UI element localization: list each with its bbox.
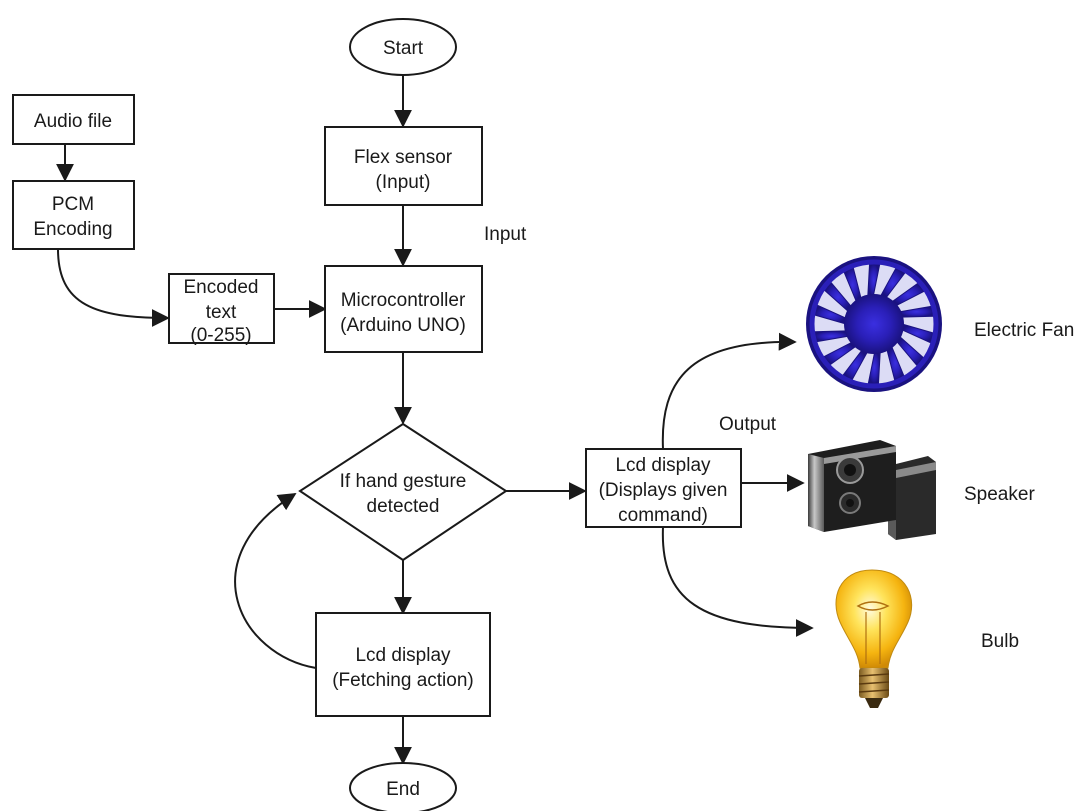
lcd-cmd-label-line2: (Displays given xyxy=(599,480,728,501)
input-label: Input xyxy=(484,224,527,245)
start-node: Start xyxy=(349,18,457,76)
micro-label-line1: Microcontroller xyxy=(341,290,466,311)
micro-label-line2: (Arduino UNO) xyxy=(340,315,466,336)
decision-label-line1: If hand gesture xyxy=(340,471,467,492)
flex-label-line1: Flex sensor xyxy=(354,147,453,168)
end-node: End xyxy=(349,762,457,811)
start-label: Start xyxy=(383,38,424,59)
electric-fan-label: Electric Fan xyxy=(974,320,1075,341)
flex-label-line2: (Input) xyxy=(376,172,431,193)
pcm-label-line1: PCM xyxy=(52,194,94,215)
lcd-command-node: Lcd display (Displays given command) xyxy=(585,448,742,528)
pcm-encoding-node: PCM Encoding xyxy=(12,180,135,250)
speaker-label: Speaker xyxy=(964,484,1035,505)
lcd-fetching-node: Lcd display (Fetching action) xyxy=(315,612,491,717)
edge-lcdcmd-bulb xyxy=(661,526,814,637)
lcd-cmd-label-line3: command) xyxy=(618,505,708,526)
electric-fan-icon xyxy=(806,256,942,392)
output-label: Output xyxy=(719,414,777,435)
microcontroller-node: Microcontroller (Arduino UNO) xyxy=(324,265,483,353)
encoded-label-line1: Encoded xyxy=(183,277,258,298)
bulb-label: Bulb xyxy=(981,631,1020,652)
lcd-fetch-label-line2: (Fetching action) xyxy=(332,670,474,691)
decision-label-line2: detected xyxy=(367,496,440,517)
edge-pcm-encoded xyxy=(57,248,170,327)
encoded-label-line3: (0-255) xyxy=(190,325,251,346)
audio-file-node: Audio file xyxy=(12,94,135,145)
edge-lcdfetch-loop xyxy=(234,493,317,669)
audio-file-label: Audio file xyxy=(34,111,112,132)
edge-lcdcmd-fan xyxy=(661,332,797,450)
encoded-label-line2: text xyxy=(206,302,237,323)
lcd-cmd-label-line1: Lcd display xyxy=(615,455,711,476)
encoded-text-node: Encoded text (0-255) xyxy=(168,273,275,346)
end-label: End xyxy=(386,779,420,800)
light-bulb-icon xyxy=(835,569,913,708)
decision-node: If hand gesture detected xyxy=(298,422,508,562)
speaker-icon xyxy=(808,440,936,540)
pcm-label-line2: Encoding xyxy=(33,219,112,240)
flex-sensor-node: Flex sensor (Input) xyxy=(324,126,483,206)
lcd-fetch-label-line1: Lcd display xyxy=(355,645,451,666)
edges xyxy=(56,74,814,765)
